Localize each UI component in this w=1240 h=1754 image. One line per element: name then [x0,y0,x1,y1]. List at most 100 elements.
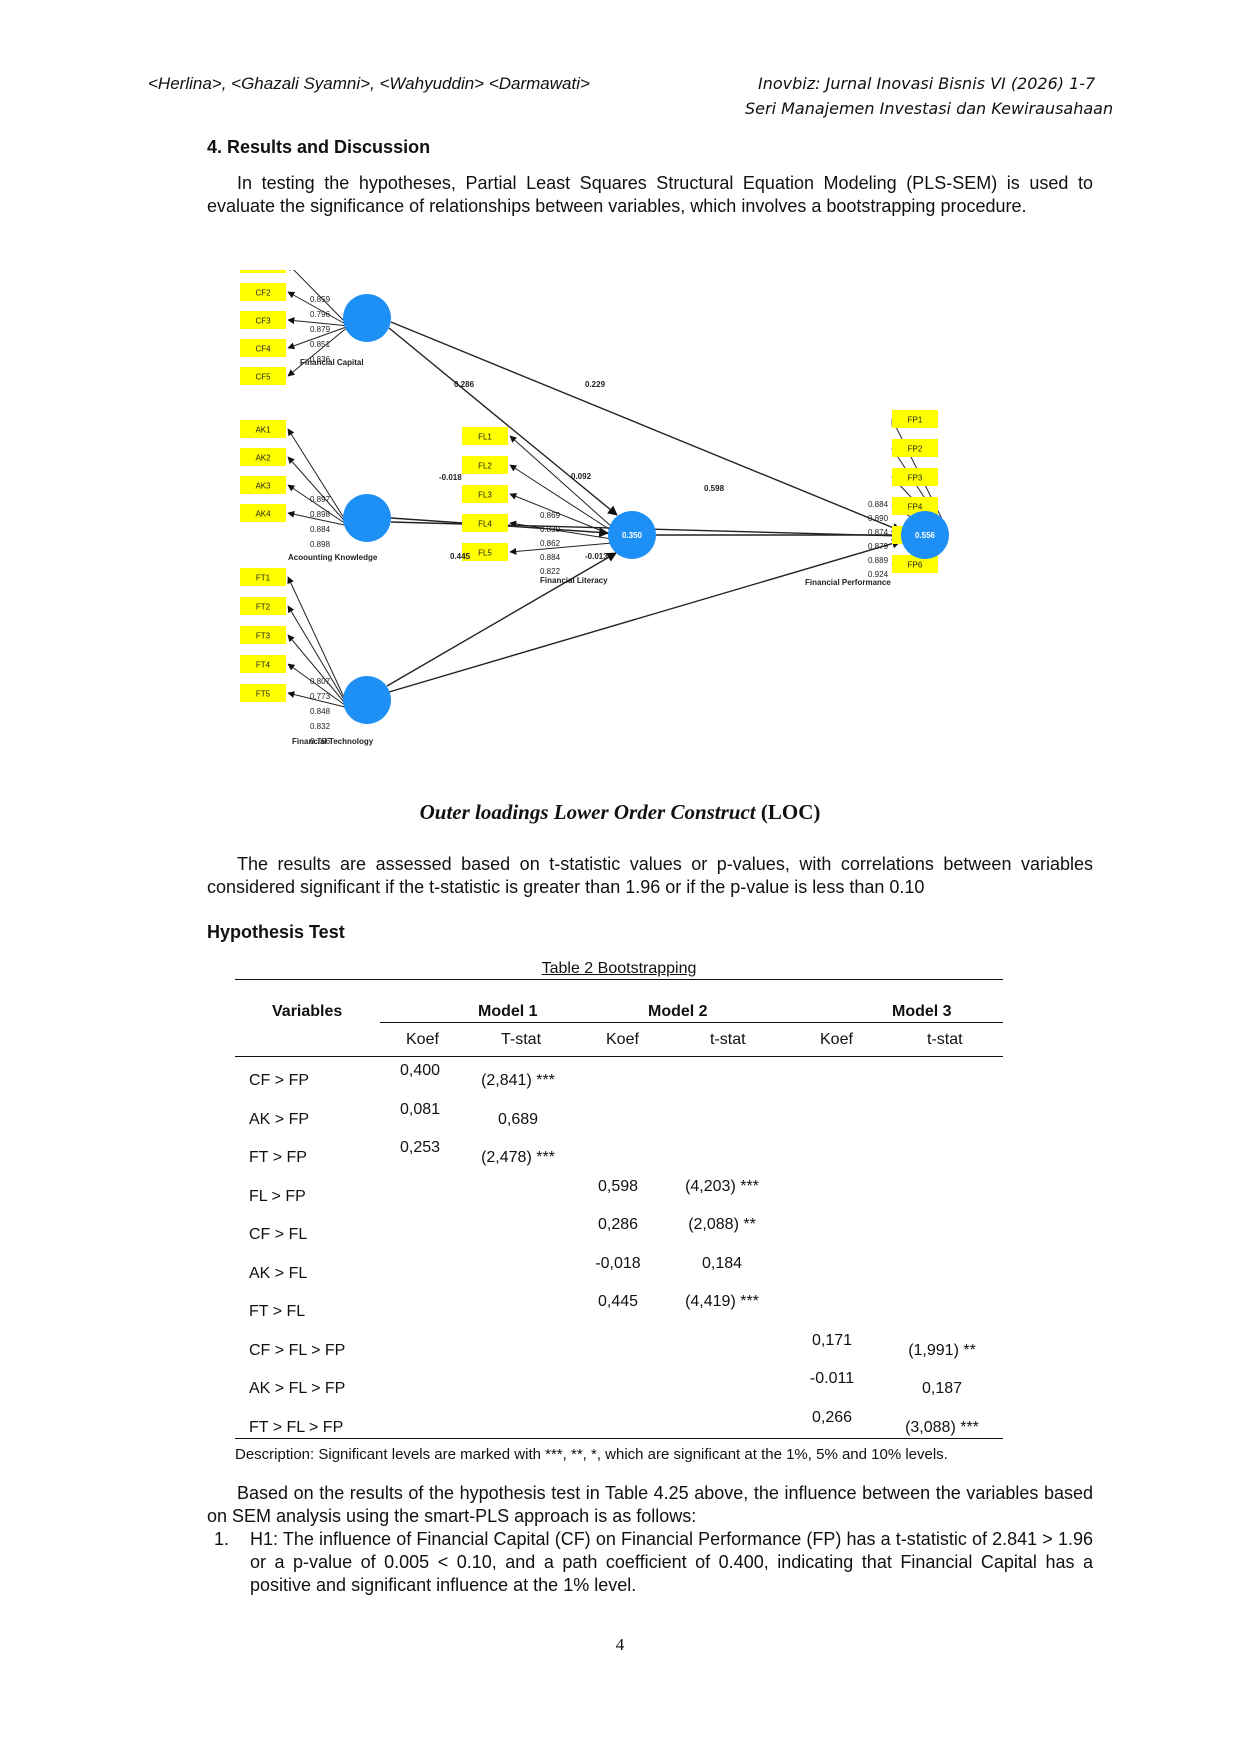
header-authors: <Herlina>, <Ghazali Syamni>, <Wahyuddin>… [148,74,590,93]
table-description: Description: Significant levels are mark… [235,1446,948,1463]
financial-capital-label: Financial Capital [300,358,364,367]
ft-loading-arrow [287,663,350,709]
caption-bold: (LOC) [760,800,821,824]
fp-loading-value: 0.890 [868,514,889,523]
fl-loading-value: 0.869 [540,511,561,520]
sub-tstat-1: T-stat [501,1031,542,1048]
fl-loading-value: 0.830 [540,525,561,534]
header-journal: Inovbiz: Jurnal Inovasi Bisnis VI (2026)… [758,74,1096,93]
table-row-variable: AK > FP [249,1110,310,1128]
cf-box [240,367,286,385]
cf-box-label: CF3 [255,317,271,326]
table-row-variable: FL > FP [249,1187,306,1205]
table-cell-m3t: (3,088) *** [905,1418,979,1436]
header-series: Seri Manajemen Investasi dan Kewirausaha… [745,99,1114,118]
fl-box [462,514,508,532]
fp-loading-value: 0.874 [868,528,889,537]
table-row-variable: AK > FL [249,1264,308,1282]
table-cell-m1t: (2,478) *** [481,1149,555,1166]
table-cell-m1t: 0,689 [497,1110,539,1128]
ak-loading-arrow [287,456,350,527]
ak-loading-value: 0.897 [310,495,331,504]
intro-text: In testing the hypotheses, Partial Least… [207,173,1093,216]
ak-box-label: AK2 [255,454,271,463]
table-cell-m1k: 0,253 [399,1139,441,1156]
ft-box-label: FT4 [256,661,271,670]
cf-box-label: CF4 [255,345,271,354]
table-cell-m2t: 0,184 [701,1254,743,1272]
cf-box [240,311,286,329]
table-cell-m2k: 0,286 [597,1216,639,1233]
sub-tstat-3: t-stat [927,1031,963,1048]
table-row-variable: AK > FL > FP [249,1380,346,1397]
ft-box [240,568,286,586]
ft-loading-value: 0.773 [310,692,331,701]
fp-box [892,468,938,486]
accounting-knowledge-label: Acoounting Knowledge [288,553,378,562]
results-text: The results are assessed based on t-stat… [207,854,1093,897]
path-value-ak-fp: 0.092 [571,472,592,481]
ak-loading-arrow [287,510,350,527]
fl-box-label: FL3 [478,491,492,500]
fl-loading-arrow [509,542,613,555]
cf-loading-value: 0.836 [310,355,331,364]
fp-loading-value: 0.879 [868,542,889,551]
fp-loading-value: 0.889 [868,556,889,565]
ak-box-label: AK1 [255,426,271,435]
financial-capital-node [343,294,391,342]
results-paragraph: The results are assessed based on t-stat… [207,853,1093,899]
ak-loading-value: 0.898 [310,540,331,549]
table-row-variable: FT > FP [249,1149,307,1166]
table-cell-m1k: 0,400 [399,1062,441,1079]
fp-box [892,497,938,515]
table-cell-m3k: -0.011 [809,1370,855,1387]
table-cell-m3t: 0,187 [921,1380,963,1397]
fp-loading-value: 0.924 [868,570,889,579]
table-cell-m2t: (4,203) *** [685,1177,759,1195]
table-row-variable: CF > FL > FP [249,1341,346,1359]
financial-performance-label: Financial Performance [805,578,891,587]
ak-box [240,448,286,466]
fl-box [462,543,508,561]
pls-sem-diagram: CF1CF2CF3CF4CF50.8590.7960.8790.8510.836… [240,270,949,746]
path-value-ft-fp: -0.013 [585,552,608,561]
fp-box-label: FP4 [908,503,923,512]
ft-loading-value: 0.848 [310,707,331,716]
diagram-caption: Outer loadings Lower Order Construct (LO… [0,800,1240,825]
financial-technology-label: Financial Technology [292,737,374,746]
ft-loading-value: 0.832 [310,722,331,731]
fl-loading-value: 0.884 [540,553,561,562]
sub-tstat-2: t-stat [710,1031,746,1048]
fp-r2-value: 0.556 [915,531,936,540]
table-bottom-rule [235,1438,1003,1439]
ft-box-label: FT3 [256,632,271,641]
fl-r2-value: 0.350 [622,531,643,540]
ft-box [240,626,286,644]
fl-loading-arrow [509,493,613,536]
path-value-ft-fl: 0.445 [450,552,471,561]
table-cell-m2t: (2,088) ** [688,1216,756,1233]
table-title-text: Table 2 Bootstrapping [541,960,697,977]
fp-box-label: FP2 [908,445,923,454]
fl-box-label: FL4 [478,520,492,529]
cf-box [240,283,286,301]
table-title: Table 2 Bootstrapping [235,960,1003,978]
fp-box-label: FP1 [908,416,923,425]
col-variables: Variables [272,1003,343,1020]
col-model-3: Model 3 [892,1003,952,1020]
list-item-1: H1: The influence of Financial Capital (… [250,1529,1093,1595]
financial-performance-node [901,511,949,559]
fl-box-label: FL5 [478,549,492,558]
cf-loading-value: 0.851 [310,340,331,349]
path-ft-fp [388,538,902,693]
cf-box-label: CF2 [255,289,271,298]
model-header-rule [380,1022,1003,1023]
table-row-variable: CF > FP [249,1072,310,1089]
list-item-1-number: 1. [214,1529,230,1549]
ft-loading-value: 0.756 [310,737,331,746]
cf-loading-value: 0.879 [310,325,331,334]
fl-loading-value: 0.822 [540,567,561,576]
path-value-cf-fl: 0.286 [454,380,475,389]
discussion-text: Based on the results of the hypothesis t… [207,1483,1093,1526]
ak-loading-value: 0.884 [310,525,331,534]
